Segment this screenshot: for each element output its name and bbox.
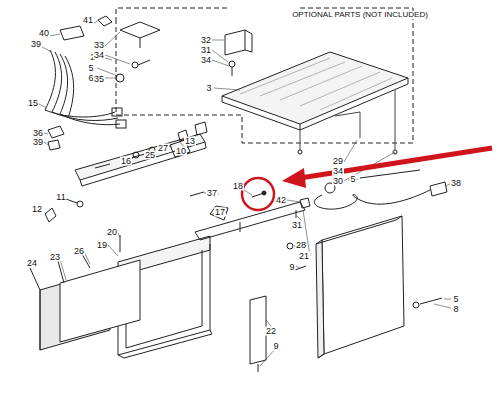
clip — [45, 208, 56, 222]
callout-number: 22 — [265, 327, 277, 336]
nut — [77, 201, 83, 207]
door-panel — [316, 216, 404, 358]
callout-number: 9 — [272, 342, 279, 351]
optional-parts-border — [116, 8, 413, 143]
callout-number: 18 — [232, 182, 244, 191]
callout-number: 35 — [93, 75, 105, 84]
callout-number: 29 — [332, 157, 344, 166]
callout-number: 3 — [205, 84, 212, 93]
callout-number: 17 — [214, 208, 226, 217]
bracket — [210, 206, 228, 220]
callout-number: 30 — [332, 177, 344, 186]
cutting-board — [222, 52, 408, 154]
callout-number: 15 — [27, 99, 39, 108]
callout-number: 25 — [144, 151, 156, 160]
screw — [420, 298, 442, 304]
callout-number: 39 — [30, 40, 42, 49]
callout-number: 12 — [31, 205, 43, 214]
callout-number: 39 — [32, 138, 44, 147]
callout-number: 34 — [332, 167, 344, 176]
wire-harness — [45, 50, 126, 150]
toe-plate — [30, 235, 212, 358]
door-rail — [195, 202, 306, 372]
callout-number: 34 — [93, 51, 105, 60]
callout-number: 10 — [175, 147, 187, 156]
callout-number: 5 — [452, 295, 459, 304]
screw — [190, 192, 204, 196]
callout-number: 23 — [49, 253, 61, 262]
callout-number: 42 — [275, 196, 287, 205]
callout-number: 37 — [206, 189, 218, 198]
callout-number: 31 — [291, 221, 303, 230]
callout-number: 20 — [106, 228, 118, 237]
callout-number: 36 — [32, 129, 44, 138]
callout-number: 24 — [26, 259, 38, 268]
callout-number: 8 — [452, 305, 459, 314]
control-panel-bar — [75, 122, 207, 186]
callout-number: 27 — [157, 144, 169, 153]
callout-number: 31 — [200, 46, 212, 55]
callout-number: 41 — [82, 16, 94, 25]
callout-number: 16 — [120, 157, 132, 166]
callout-number: 33 — [93, 41, 105, 50]
callout-number: 9 — [288, 263, 295, 272]
leader-line — [66, 199, 77, 203]
callout-number: 38 — [450, 179, 462, 188]
callout-number: 13 — [184, 137, 196, 146]
section-note: OPTIONAL PARTS (NOT INCLUDED) — [291, 11, 429, 19]
callout-number: 40 — [38, 29, 50, 38]
callout-number: 5 — [349, 175, 356, 184]
callout-number: 32 — [200, 36, 212, 45]
callout-number: 28 — [295, 241, 307, 250]
callout-number: 19 — [96, 241, 108, 250]
washer — [413, 302, 419, 308]
highlight-marker — [242, 148, 492, 210]
optional-hardware — [60, 16, 252, 82]
leader-lines — [39, 19, 451, 366]
callout-number: 34 — [200, 56, 212, 65]
callout-number: 26 — [73, 247, 85, 256]
callout-number: 11 — [55, 193, 66, 202]
callout-number: 21 — [298, 252, 310, 261]
callout-number: 5 — [87, 64, 94, 73]
